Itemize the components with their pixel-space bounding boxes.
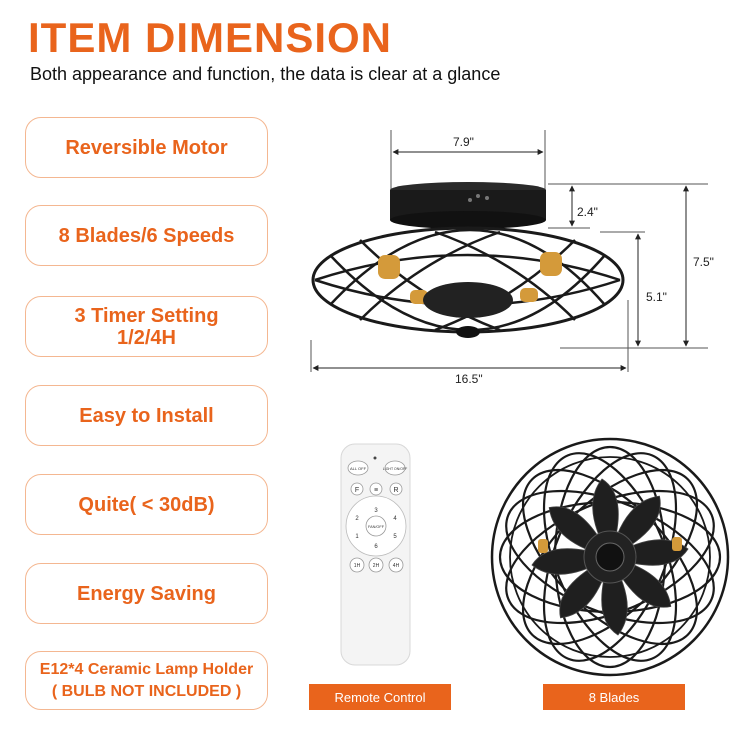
fan-bottom-view xyxy=(490,437,730,677)
dim-top-width: 7.9" xyxy=(453,135,474,149)
remote-timer-4h: 4H xyxy=(393,563,400,569)
page-title: ITEM DIMENSION xyxy=(28,14,393,61)
feature-label: Reversible Motor xyxy=(65,136,228,159)
all-off-button: ALL OFF xyxy=(347,460,369,476)
remote-label-fan: FAN/OFF xyxy=(368,525,385,529)
remote-breeze-icon: ≡ xyxy=(374,487,378,494)
feature-label: Easy to Install xyxy=(79,404,214,427)
feature-label-sub: 1/2/4H xyxy=(117,326,176,349)
feature-label: E12*4 Ceramic Lamp Holder xyxy=(39,660,254,678)
remote-timer-1h: 1H xyxy=(354,563,361,569)
fan-side-view xyxy=(311,182,625,338)
remote-control: ALL OFF LIGHT ON/OFF F ≡ R 3 2 4 1 5 6 F… xyxy=(340,443,411,666)
remote-label-light: LIGHT ON/OFF xyxy=(383,467,407,471)
remote-speed-1: 1 xyxy=(355,534,359,540)
feature-label: Energy Saving xyxy=(77,582,216,605)
feature-quiet: Quite( < 30dB) xyxy=(25,474,268,535)
feature-easy-install: Easy to Install xyxy=(25,385,268,446)
remote-timer-2h: 2H xyxy=(373,563,380,569)
remote-speed-4: 4 xyxy=(393,516,397,522)
feature-energy-saving: Energy Saving xyxy=(25,563,268,624)
remote-speed-3: 3 xyxy=(374,508,378,514)
feature-label-sub: ( BULB NOT INCLUDED ) xyxy=(51,682,242,700)
remote-speed-2: 2 xyxy=(355,516,359,522)
feature-blades-speeds: 8 Blades/6 Speeds xyxy=(25,205,268,266)
remote-speed-5: 5 xyxy=(393,534,397,540)
blades-caption: 8 Blades xyxy=(543,684,685,710)
dim-total-width: 16.5" xyxy=(455,372,483,386)
remote-label-all-off: ALL OFF xyxy=(350,466,367,471)
feature-label: Quite( < 30dB) xyxy=(78,493,215,516)
light-button: LIGHT ON/OFF xyxy=(383,460,407,476)
feature-timer: 3 Timer Setting 1/2/4H xyxy=(25,296,268,357)
feature-label: 3 Timer Setting xyxy=(74,304,219,327)
feature-lamp-holder: E12*4 Ceramic Lamp Holder ( BULB NOT INC… xyxy=(25,651,268,710)
page-subtitle: Both appearance and function, the data i… xyxy=(30,64,501,84)
remote-label-f: F xyxy=(355,487,359,494)
dim-total-height: 7.5" xyxy=(693,255,714,269)
remote-speed-6: 6 xyxy=(374,544,378,550)
remote-label-r: R xyxy=(393,487,398,494)
feature-label: 8 Blades/6 Speeds xyxy=(58,224,235,247)
dim-canopy-height: 2.4" xyxy=(577,205,598,219)
dim-cage-height: 5.1" xyxy=(646,290,667,304)
feature-reversible-motor: Reversible Motor xyxy=(25,117,268,178)
remote-control-caption: Remote Control xyxy=(309,684,451,710)
